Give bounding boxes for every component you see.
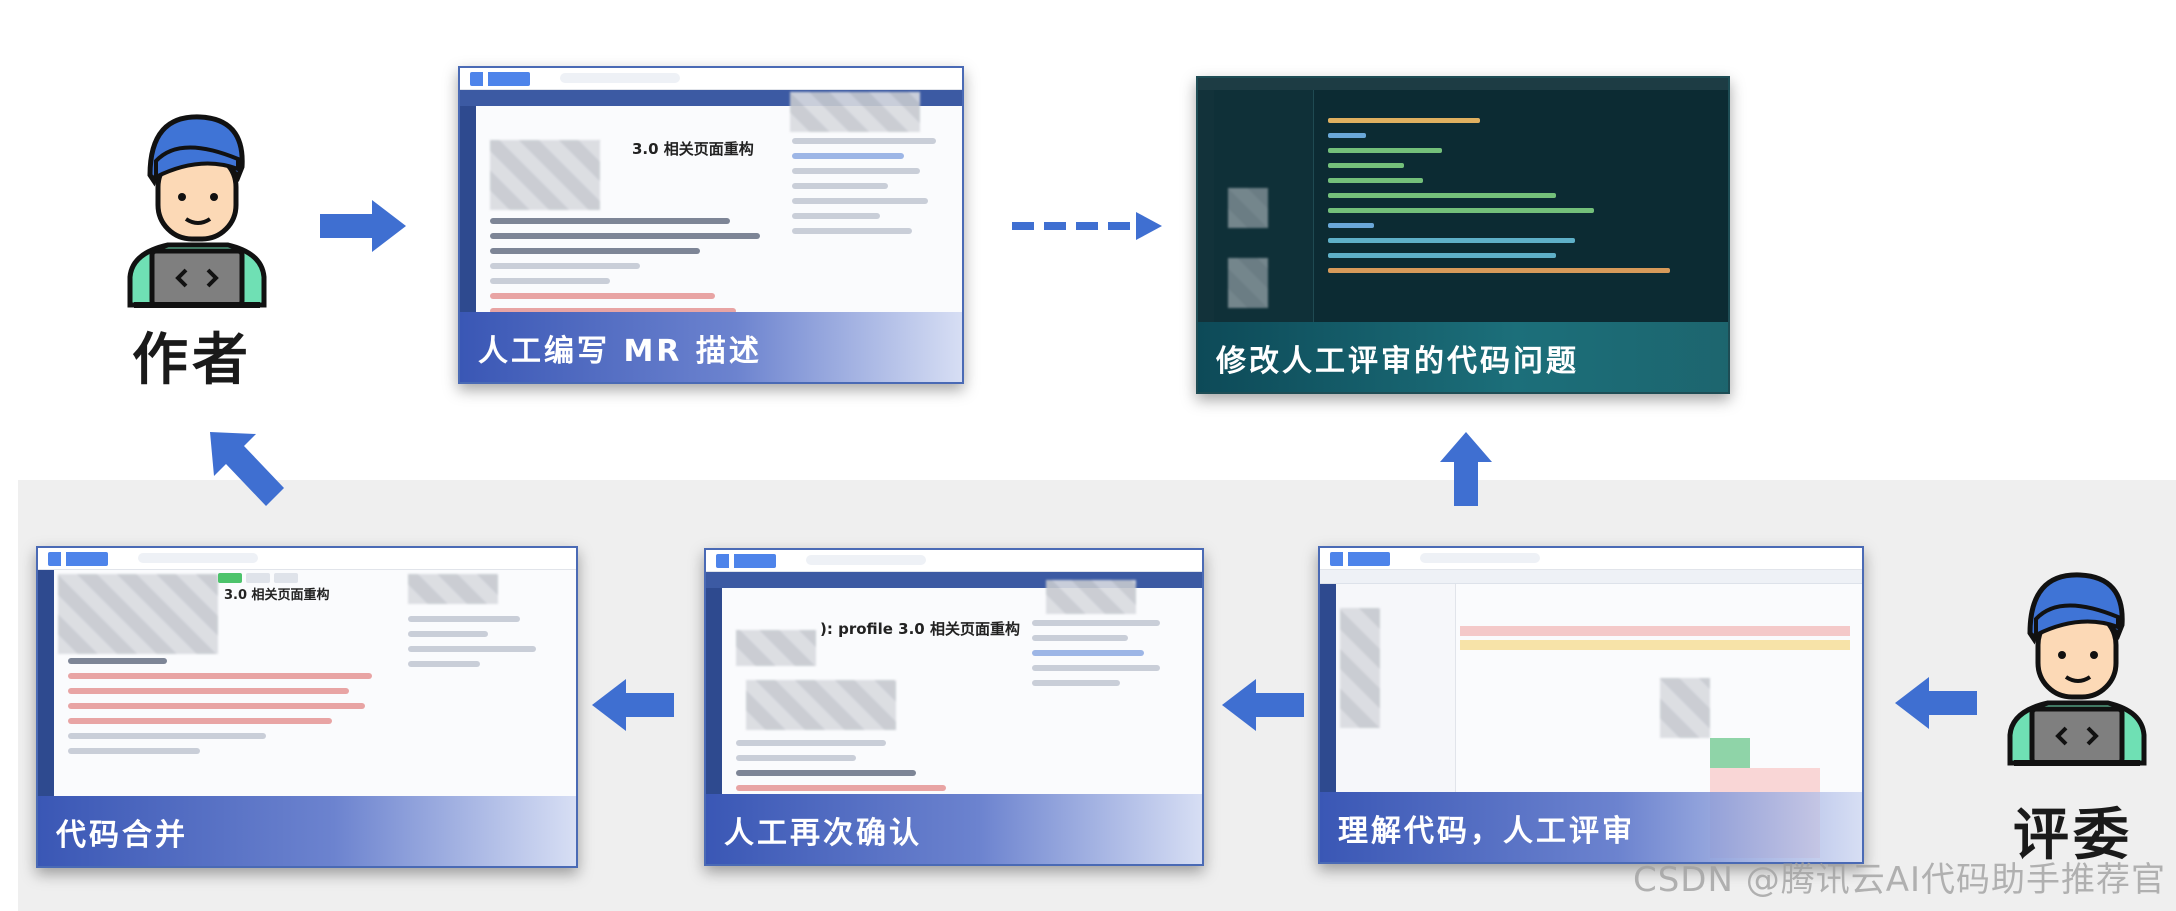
step-label-fix-issues: 修改人工评审的代码问题	[1216, 344, 1579, 379]
step-label-understand-review: 理解代码，人工评审	[1338, 814, 1635, 849]
caption: 代码合并	[38, 796, 576, 866]
logo	[716, 554, 776, 568]
review-screenshot: 理解代码，人工评审	[1318, 546, 1864, 864]
step-label-write-mr: 人工编写 MR 描述	[478, 334, 762, 369]
arrow-up-icon	[1440, 432, 1492, 506]
author-figure	[120, 105, 270, 315]
fix-issues-screenshot: 修改人工评审的代码问题	[1196, 76, 1730, 394]
reviewer-figure	[2000, 563, 2150, 773]
arrow-left-icon	[1895, 675, 1977, 731]
developer-avatar-icon	[127, 114, 267, 308]
search-input	[1420, 553, 1540, 563]
laptop-code-icon	[2029, 706, 2125, 766]
caption: 修改人工评审的代码问题	[1198, 322, 1728, 392]
laptop-code-icon	[149, 248, 245, 308]
merge-screenshot: 3.0 相关页面重构 代码合并	[36, 546, 578, 868]
caption: 理解代码，人工评审	[1320, 792, 1862, 862]
write-mr-screenshot: 3.0 相关页面重构 人工编写 MR 描述	[458, 66, 964, 384]
search-input	[806, 555, 926, 565]
arrow-left-icon	[1222, 677, 1304, 733]
confirm-screenshot: ): profile 3.0 相关页面重构 人工再次确认	[704, 548, 1204, 866]
author-label: 作者	[132, 328, 252, 393]
developer-avatar-icon	[2007, 572, 2147, 766]
search-input	[138, 553, 258, 563]
step-label-merge: 代码合并	[56, 818, 188, 853]
caption: 人工编写 MR 描述	[460, 312, 962, 382]
dashed-arrow-right-icon	[1012, 210, 1162, 242]
mr-title: ): profile 3.0 相关页面重构	[820, 620, 1020, 638]
logo	[48, 552, 108, 566]
logo	[470, 72, 530, 86]
mr-title: 3.0 相关页面重构	[224, 588, 330, 603]
watermark: CSDN @腾讯云AI代码助手推荐官	[1632, 860, 2166, 900]
search-input	[560, 73, 680, 83]
arrow-right-icon	[320, 198, 406, 254]
caption: 人工再次确认	[706, 794, 1202, 864]
reviewer-label: 评委	[2013, 803, 2133, 868]
arrow-up-left-icon	[210, 432, 284, 506]
arrow-left-icon	[592, 677, 674, 733]
step-label-confirm-again: 人工再次确认	[724, 816, 922, 851]
mr-title: 3.0 相关页面重构	[632, 140, 754, 158]
logo	[1330, 552, 1390, 566]
